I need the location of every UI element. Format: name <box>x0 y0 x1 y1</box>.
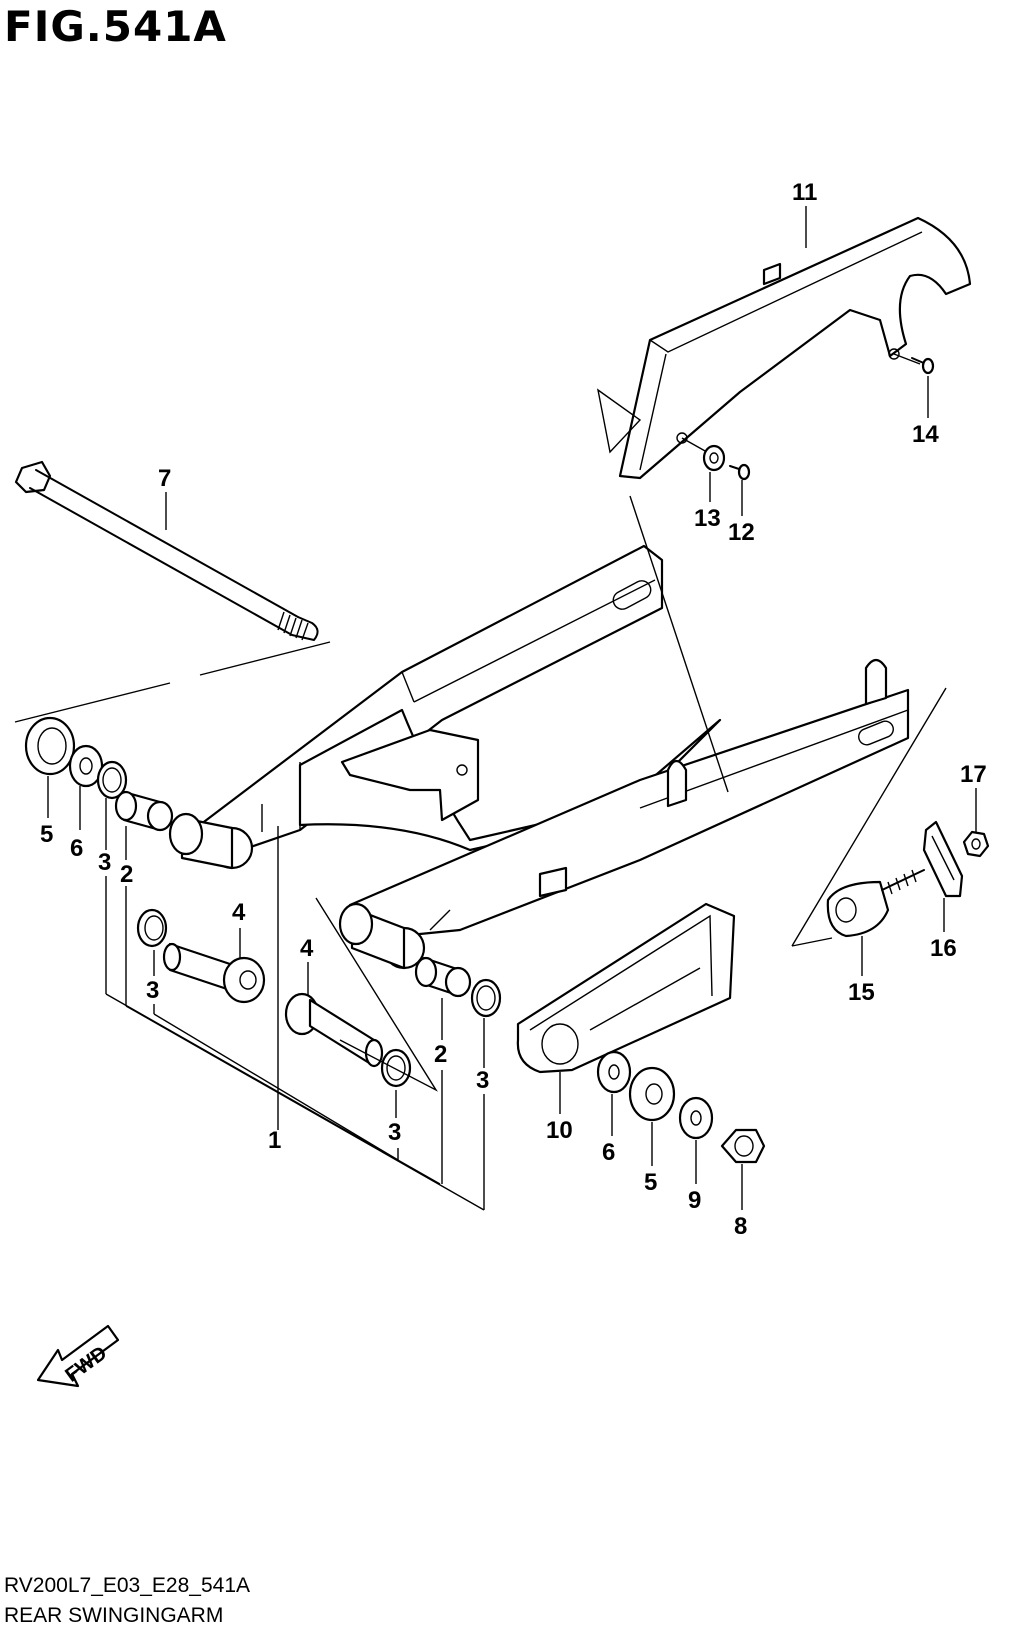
callout-10: 10 <box>546 1117 573 1144</box>
washer-part[interactable] <box>678 1096 714 1140</box>
guide-line <box>629 495 729 793</box>
diagram-name: REAR SWINGINGARM <box>4 1604 224 1627</box>
chain-buffer-part[interactable] <box>516 902 736 1074</box>
callout-4: 4 <box>300 935 314 962</box>
screw-part[interactable] <box>729 463 751 481</box>
bearing-part[interactable] <box>380 1048 412 1088</box>
callout-2: 2 <box>434 1041 447 1068</box>
axis-line <box>14 641 331 723</box>
callout-1: 1 <box>268 1127 281 1154</box>
callout-4: 4 <box>232 899 246 926</box>
guide-line <box>791 937 833 947</box>
diagram-code: RV200L7_E03_E28_541A <box>4 1574 251 1597</box>
guide-line <box>596 388 642 454</box>
nut-part[interactable] <box>720 1128 766 1164</box>
guide-line <box>893 353 921 365</box>
callout-14: 14 <box>912 421 939 448</box>
callout-11: 11 <box>792 179 817 206</box>
callout-15: 15 <box>848 979 875 1006</box>
chain-adjuster-part[interactable] <box>826 869 925 938</box>
callout-3: 3 <box>476 1067 489 1094</box>
callout-7: 7 <box>158 465 171 492</box>
callout-3: 3 <box>98 849 111 876</box>
callout-2: 2 <box>120 861 133 888</box>
callout-5: 5 <box>40 821 53 848</box>
forward-direction-arrow: FWD <box>36 1324 120 1388</box>
callout-16: 16 <box>930 935 957 962</box>
callout-6: 6 <box>70 835 83 862</box>
spacer-part[interactable] <box>414 956 472 998</box>
callout-3: 3 <box>388 1119 401 1146</box>
bearing-part[interactable] <box>96 760 128 800</box>
pivot-collar-part[interactable] <box>284 992 384 1068</box>
figure-title: FIG.541A <box>4 2 227 51</box>
adjuster-plate-part[interactable] <box>922 820 964 898</box>
callout-3: 3 <box>146 977 159 1004</box>
pivot-shaft-part[interactable] <box>14 460 319 641</box>
washer-part[interactable] <box>702 444 726 472</box>
guide-line <box>791 687 947 947</box>
chain-case-part[interactable] <box>618 216 972 480</box>
callout-6: 6 <box>602 1139 615 1166</box>
dust-seal-part[interactable] <box>628 1066 676 1122</box>
screw-part[interactable] <box>911 357 935 375</box>
swingarm-part[interactable] <box>168 544 910 970</box>
dust-seal-part[interactable] <box>24 716 76 776</box>
callout-13: 13 <box>694 505 721 532</box>
washer-part[interactable] <box>596 1050 632 1094</box>
bearing-part[interactable] <box>136 908 168 948</box>
callout-5: 5 <box>644 1169 657 1196</box>
callout-9: 9 <box>688 1187 701 1214</box>
callout-12: 12 <box>728 519 755 546</box>
leader-lines <box>47 206 977 1211</box>
callout-8: 8 <box>734 1213 747 1240</box>
callout-17: 17 <box>960 761 987 788</box>
bearing-part[interactable] <box>470 978 502 1018</box>
pivot-collar-part[interactable] <box>162 942 266 1004</box>
spacer-part[interactable] <box>114 790 174 832</box>
nut-part[interactable] <box>962 830 990 858</box>
